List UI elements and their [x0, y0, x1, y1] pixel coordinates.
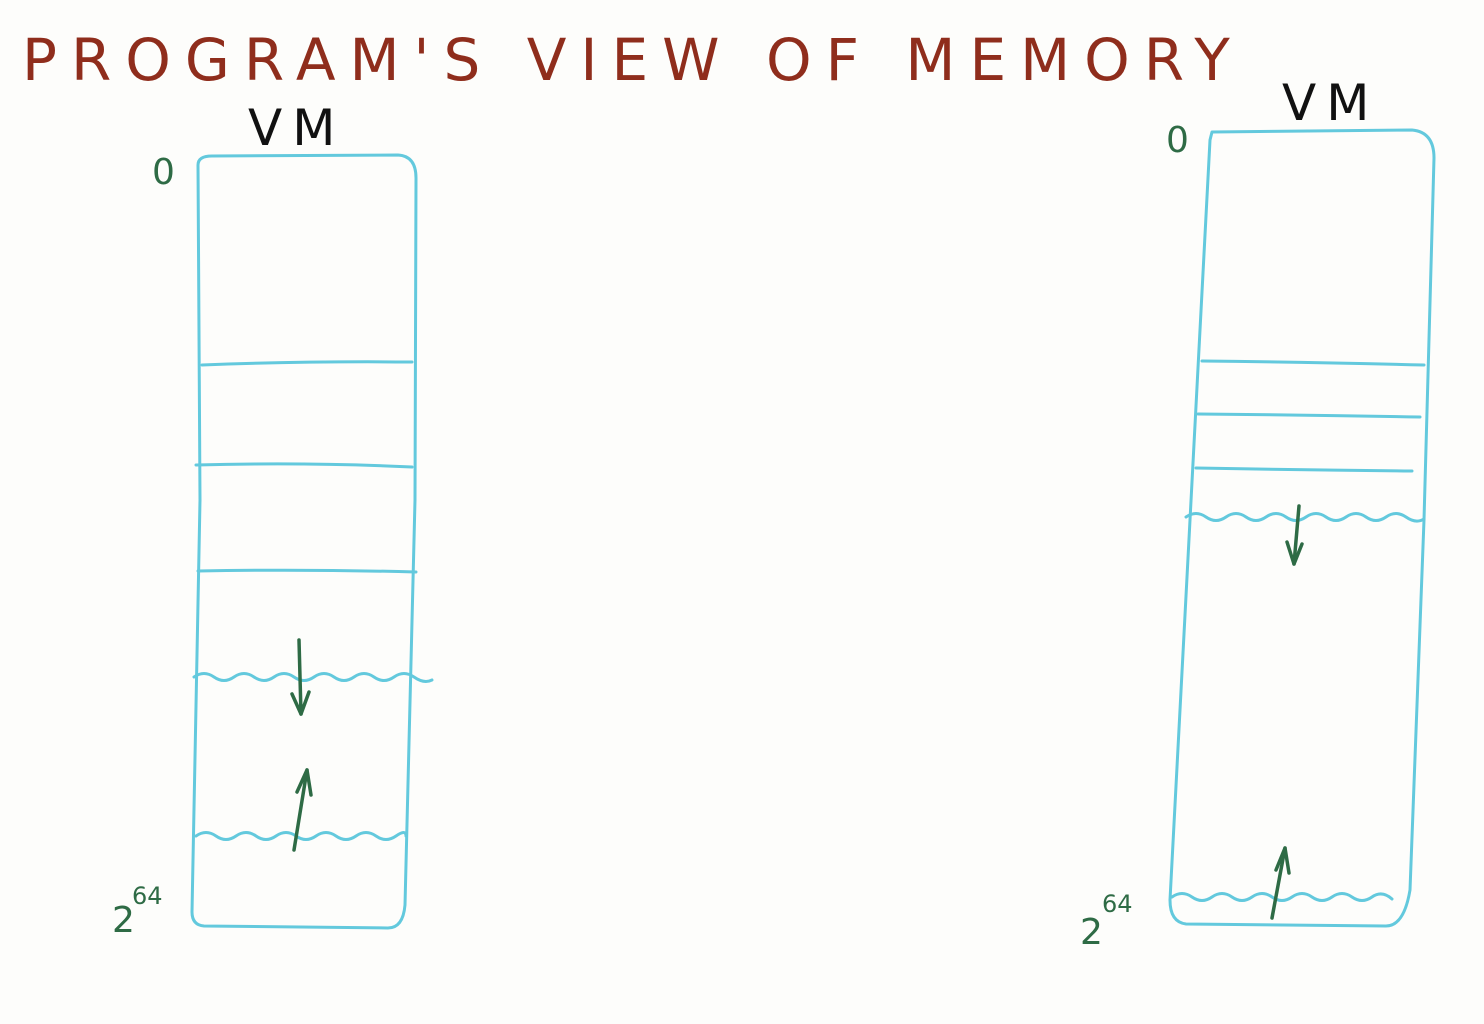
- left-vm-label: VM: [248, 99, 345, 157]
- right-stack-growth-arrow: [1270, 846, 1291, 920]
- right-segment-divider-2: [1196, 412, 1422, 419]
- left-heap-growth-arrow: [290, 638, 311, 716]
- right-memory-box: [1168, 128, 1436, 928]
- right-top-address: 0: [1166, 120, 1189, 161]
- left-bottom-address-base: 2: [112, 900, 135, 941]
- left-memory-box: [190, 153, 418, 930]
- right-bottom-address-exponent: 64: [1102, 890, 1133, 918]
- right-segment-divider-1: [1200, 359, 1426, 367]
- left-segment-divider-2: [194, 462, 414, 469]
- right-bottom-address-base: 2: [1080, 912, 1103, 953]
- right-segment-divider-3: [1194, 466, 1414, 473]
- left-segment-divider-3: [196, 568, 418, 574]
- left-memory-diagram: VM 0 2 64: [112, 99, 434, 941]
- right-vm-label: VM: [1282, 74, 1379, 132]
- right-stack-wavy-boundary: [1170, 892, 1394, 902]
- left-heap-wavy-boundary: [192, 672, 434, 683]
- right-memory-diagram: VM 0 2 64: [1080, 74, 1436, 953]
- right-heap-growth-arrow: [1285, 504, 1304, 566]
- left-bottom-address-exponent: 64: [132, 882, 163, 910]
- left-stack-wavy-boundary: [194, 831, 408, 841]
- page-title: PROGRAM'S VIEW OF MEMORY: [22, 26, 1244, 94]
- left-stack-growth-arrow: [292, 768, 313, 852]
- left-segment-divider-1: [200, 360, 414, 367]
- right-heap-wavy-boundary: [1184, 512, 1426, 523]
- left-top-address: 0: [152, 152, 175, 193]
